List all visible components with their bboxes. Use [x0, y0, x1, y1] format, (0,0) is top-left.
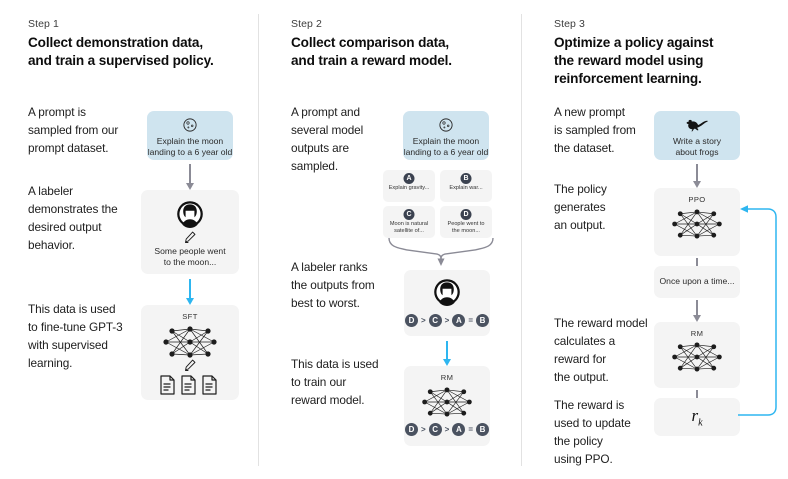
option-badge-b: B [460, 173, 472, 184]
step-3-paragraph-2: The policy generates an output. [554, 182, 607, 232]
step-1-labeler-box[interactable]: Some people went to the moon... [141, 190, 239, 274]
arrow-labeler-to-sft [186, 279, 194, 305]
rank-item: A [452, 314, 466, 327]
frog-icon [654, 117, 740, 132]
person-icon [141, 198, 239, 230]
neural-network-icon [404, 385, 490, 419]
step-2-column: Step 2 Collect comparison data, and trai… [263, 0, 525, 479]
arrow-prompt-to-ppo [693, 164, 701, 188]
option-card-a[interactable]: A Explain gravity... [383, 170, 435, 202]
step-1-paragraph-3: This data is used to fine-tune GPT-3 wit… [28, 302, 123, 370]
rank-item: C [428, 423, 442, 436]
arrow-output-to-rm [693, 300, 701, 322]
rank-op: > [444, 425, 450, 434]
pencil-icon [141, 358, 239, 372]
option-card-d[interactable]: D People went to the moon... [440, 206, 492, 238]
neural-network-icon [141, 324, 239, 360]
rank-item: B [476, 423, 490, 436]
step-2-paragraph-3: This data is used to train our reward mo… [291, 357, 379, 407]
rank-op: = [468, 316, 474, 325]
option-badge-c: C [403, 209, 415, 220]
documents-icon [141, 374, 239, 396]
rank-item: C [428, 314, 442, 327]
pencil-icon [141, 230, 239, 244]
rank-item: D [404, 314, 418, 327]
reward-value: rk [654, 406, 740, 428]
reward-subscript: k [698, 417, 703, 429]
rm-caption: RM [440, 373, 454, 382]
step-3-output-box[interactable]: Once upon a time... [654, 266, 740, 298]
step-1-prompt-text: Explain the moon landing to a 6 year old [147, 136, 233, 157]
feedback-loop-arrow [738, 200, 782, 422]
rank-op: > [444, 316, 450, 325]
step-3-paragraph-3: The reward model calculates a reward for… [554, 316, 648, 384]
step-3-rm-box[interactable]: RM [654, 322, 740, 388]
person-icon [404, 276, 490, 308]
step-1-labeler-text: Some people went to the moon... [154, 246, 226, 267]
step-1-label: Step 1 [28, 18, 59, 30]
step-3-prompt-box[interactable]: Write a story about frogs [654, 111, 740, 160]
step-2-paragraph-1: A prompt and several model outputs are s… [291, 105, 364, 173]
option-card-b[interactable]: B Explain war... [440, 170, 492, 202]
arrow-prompt-to-labeler [186, 164, 194, 190]
moon-icon [147, 117, 233, 133]
neural-network-icon [654, 207, 740, 241]
sft-caption: SFT [182, 312, 198, 321]
option-text-d: People went to the moon... [447, 221, 485, 234]
option-card-c[interactable]: C Moon is natural satellite of... [383, 206, 435, 238]
option-text-a: Explain gravity... [388, 185, 430, 191]
step-2-title: Collect comparison data, and train a rew… [291, 35, 452, 68]
option-text-c: Moon is natural satellite of... [389, 221, 429, 234]
step-1-column: Step 1 Collect demonstration data, and t… [0, 0, 262, 479]
option-badge-a: A [403, 173, 415, 184]
step-1-sft-box[interactable]: SFT [141, 305, 239, 400]
step-1-prompt-box[interactable]: Explain the moon landing to a 6 year old [147, 111, 233, 160]
step-2-labeler-box[interactable]: D > C > A = B [404, 270, 490, 336]
step-3-ppo-box[interactable]: PPO [654, 188, 740, 256]
converge-brace [381, 237, 501, 266]
rank-item: B [476, 314, 490, 327]
moon-icon [403, 117, 489, 133]
reward-symbol: r [691, 406, 699, 425]
step-2-prompt-box[interactable]: Explain the moon landing to a 6 year old [403, 111, 489, 160]
rank-item: D [404, 423, 418, 436]
step-3-column: Step 3 Optimize a policy against the rew… [526, 0, 788, 479]
step-2-paragraph-2: A labeler ranks the outputs from best to… [291, 260, 375, 310]
step-1-paragraph-1: A prompt is sampled from our prompt data… [28, 105, 119, 155]
step-3-paragraph-4: The reward is used to update the policy … [554, 398, 631, 466]
step-2-labeler-ranking: D > C > A = B [404, 314, 490, 327]
option-text-b: Explain war... [449, 185, 483, 191]
step-1-paragraph-2: A labeler demonstrates the desired outpu… [28, 184, 118, 252]
rank-op: = [468, 425, 474, 434]
rank-op: > [420, 425, 426, 434]
step-3-prompt-text: Write a story about frogs [672, 136, 722, 157]
step-2-rm-ranking: D > C > A = B [404, 423, 490, 436]
column-divider-2 [521, 14, 522, 466]
column-divider-1 [258, 14, 259, 466]
step-3-title: Optimize a policy against the reward mod… [554, 35, 714, 86]
neural-network-icon [654, 340, 740, 374]
step-2-prompt-text: Explain the moon landing to a 6 year old [403, 136, 489, 157]
option-badge-d: D [460, 209, 472, 220]
step-2-rm-box[interactable]: RM D > C > [404, 366, 490, 446]
arrow-labeler-to-rm [443, 341, 451, 366]
step-2-label: Step 2 [291, 18, 322, 30]
step-3-label: Step 3 [554, 18, 585, 30]
rank-op: > [420, 316, 426, 325]
rm-caption: RM [690, 329, 704, 338]
step-1-title: Collect demonstration data, and train a … [28, 35, 214, 68]
step-3-reward-box[interactable]: rk [654, 398, 740, 436]
rank-item: A [452, 423, 466, 436]
step-3-output-text: Once upon a time... [659, 276, 735, 286]
ppo-caption: PPO [688, 195, 706, 204]
step-3-paragraph-1: A new prompt is sampled from the dataset… [554, 105, 636, 155]
